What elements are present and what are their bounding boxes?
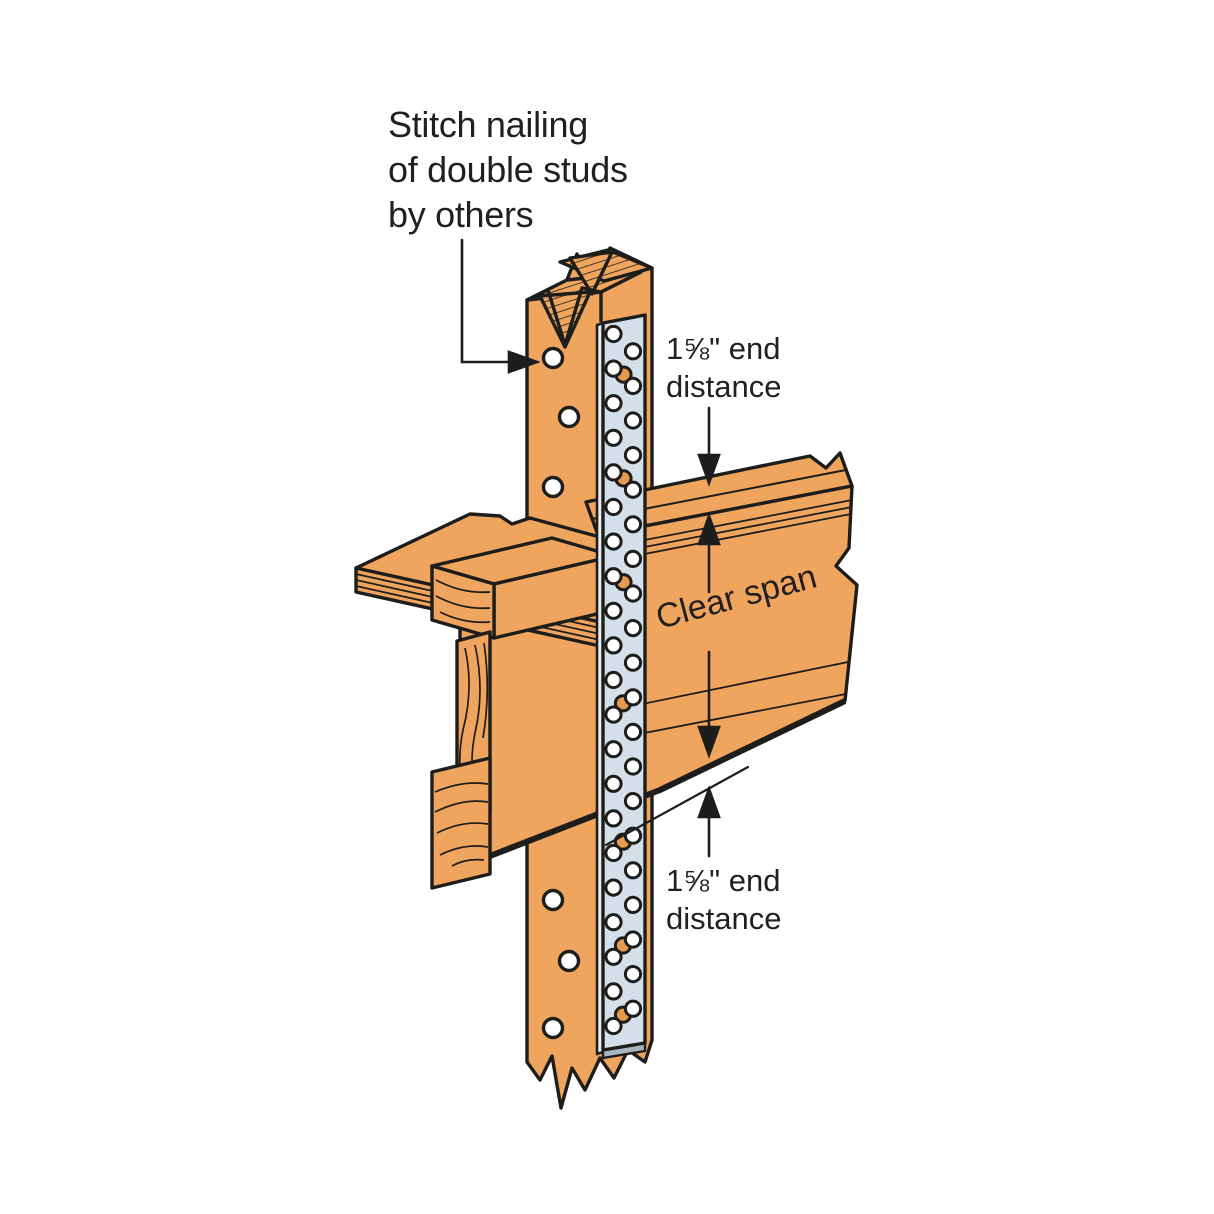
strap-hole bbox=[623, 480, 643, 499]
strap-hole bbox=[604, 463, 623, 482]
strap-hole bbox=[623, 549, 643, 569]
end-distance-bottom-line1: 1⅝" end bbox=[666, 863, 781, 898]
back-stud-v-notch bbox=[568, 250, 614, 296]
beam-underside-edge bbox=[488, 698, 847, 859]
stitch-nailing-label: Stitch nailing of double studs by others bbox=[388, 102, 628, 237]
beam bbox=[458, 451, 859, 868]
strap-hole bbox=[623, 515, 643, 534]
stitch-nail-hole bbox=[541, 1016, 565, 1040]
strap-hole bbox=[623, 999, 643, 1018]
strap-hole bbox=[623, 619, 643, 638]
extension-line bbox=[604, 765, 750, 847]
end-distance-bottom-arrow bbox=[697, 785, 721, 858]
strap-hole bbox=[623, 446, 643, 465]
strap-hole bbox=[604, 843, 623, 863]
end-distance-top-arrow bbox=[697, 406, 721, 487]
strap-nail-holes bbox=[604, 324, 643, 1036]
stitch-nailing-line3: by others bbox=[388, 194, 534, 235]
stitch-nailing-line2: of double studs bbox=[388, 149, 628, 190]
strap-hole bbox=[604, 809, 623, 828]
leader-arrow bbox=[460, 238, 541, 374]
end-distance-top-line2: distance bbox=[666, 369, 782, 404]
strap-hole bbox=[604, 982, 623, 1001]
strap-hole bbox=[623, 411, 643, 430]
strap-hole bbox=[604, 740, 623, 759]
strap-hole bbox=[623, 342, 643, 361]
beam-end-block bbox=[430, 756, 492, 890]
stitch-nail-hole bbox=[541, 888, 565, 912]
strap-hole bbox=[604, 913, 623, 932]
front-stud-top-edge bbox=[526, 270, 642, 347]
strap-hole bbox=[623, 861, 643, 880]
strap-hole bbox=[623, 965, 643, 984]
blocking-end-face bbox=[430, 564, 496, 640]
strap-hole bbox=[604, 567, 623, 586]
strap-hole bbox=[604, 532, 623, 551]
end-distance-bottom-line2: distance bbox=[666, 901, 782, 936]
strap-hole bbox=[623, 930, 643, 949]
strap-hole bbox=[604, 394, 623, 413]
strap-hole bbox=[604, 670, 623, 690]
strap-hole bbox=[623, 688, 643, 707]
strap-hole bbox=[604, 428, 623, 447]
strap-hole bbox=[604, 601, 623, 620]
stitch-nail-holes bbox=[541, 346, 581, 1040]
strap-hole bbox=[604, 359, 623, 378]
end-distance-top-line1: 1⅝" end bbox=[666, 331, 781, 366]
strap-hole bbox=[623, 376, 643, 395]
strap-hole bbox=[604, 497, 623, 517]
strap-hole bbox=[604, 878, 623, 897]
strap-hole bbox=[623, 584, 643, 603]
stitch-nail-hole bbox=[541, 475, 565, 499]
strap-hole bbox=[604, 1016, 623, 1036]
clear-span-arrow bbox=[697, 512, 721, 759]
strap-hole bbox=[623, 653, 643, 672]
floor-platform bbox=[354, 512, 642, 890]
strap-hole bbox=[623, 792, 643, 811]
end-distance-bottom-label: 1⅝" end distance bbox=[666, 862, 781, 938]
strap-hole bbox=[604, 324, 623, 344]
beam-end-grain bbox=[434, 782, 489, 867]
blocking-end-grain bbox=[435, 579, 491, 624]
stitch-nail-hole bbox=[557, 949, 581, 973]
stitch-nailing-line1: Stitch nailing bbox=[388, 104, 588, 145]
end-distance-top-label: 1⅝" end distance bbox=[666, 330, 781, 406]
stitch-nail-hole bbox=[541, 346, 565, 370]
strap-hole bbox=[623, 722, 643, 742]
metal-strap bbox=[595, 313, 647, 1060]
strap-hole bbox=[604, 705, 623, 724]
strap-hole bbox=[623, 757, 643, 776]
strap-hole bbox=[604, 774, 623, 793]
strap-hole bbox=[623, 895, 643, 915]
stitch-nail-hole bbox=[557, 405, 581, 429]
strap-hole bbox=[604, 636, 623, 655]
strap-hole bbox=[604, 947, 623, 966]
annotation-arrows bbox=[460, 238, 750, 858]
